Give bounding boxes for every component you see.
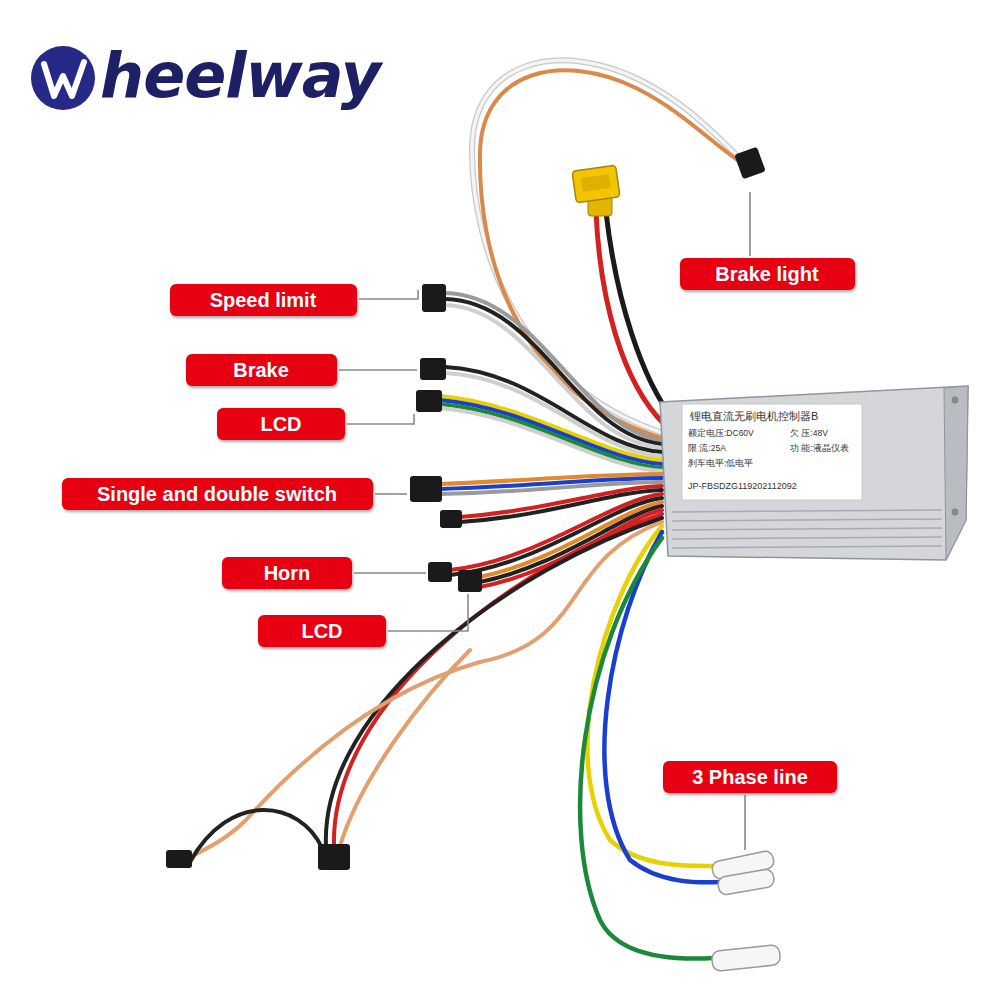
controller-sticker-text: 限 流:25A: [688, 444, 726, 453]
controller-housing-part-part: [672, 546, 942, 548]
logo-mark-part: [31, 46, 95, 110]
controller-housing-part: [952, 509, 959, 516]
phase-wires: [580, 526, 781, 971]
callout-box: Brake light: [680, 258, 855, 290]
controller-housing-part: [952, 397, 959, 404]
lower-harness-part: [318, 844, 350, 870]
callout-label: Single and double switch: [97, 483, 337, 506]
leader-lines-part: [359, 290, 418, 299]
phase-wires-part: [604, 532, 720, 882]
callout-label: LCD: [301, 620, 342, 643]
wire-connectors-part: [440, 510, 462, 528]
callout-box: Single and double switch: [62, 478, 373, 510]
phase-wires-part: [580, 538, 714, 959]
callout-label: Brake: [233, 359, 289, 382]
battery-connector: [572, 165, 674, 424]
signal-wires: [440, 293, 662, 587]
phase-wires-part: [711, 945, 781, 972]
callout-label: 3 Phase line: [692, 766, 808, 789]
callout-label: LCD: [260, 413, 301, 436]
leader-lines-part: [354, 572, 426, 574]
signal-wires-part: [480, 510, 662, 587]
brake-light-cable-part: [472, 60, 742, 432]
controller-sticker-text: JP-FBSDZG119202112092: [688, 482, 797, 492]
leader-lines-part: [339, 369, 417, 371]
wire-connectors-part: [458, 570, 482, 592]
controller-housing-part-part: [672, 537, 942, 539]
controller-sticker-text: 额定电压:DC60V: [688, 429, 754, 438]
callout-label: Horn: [264, 562, 311, 585]
battery-connector-part: [572, 165, 620, 203]
brake-light-cable-part: [734, 147, 765, 180]
wire-connectors-part: [410, 476, 442, 502]
controller-housing: [660, 386, 968, 560]
controller-housing-part: [944, 386, 968, 560]
controller-housing-part-part: [672, 519, 942, 521]
callout-box: Speed limit: [170, 284, 357, 316]
wire-connectors-part: [420, 358, 446, 380]
callout-box: LCD: [258, 615, 386, 647]
controller-housing-part: [672, 510, 942, 548]
callout-box: 3 Phase line: [663, 761, 837, 793]
logo-mark: [31, 46, 95, 110]
lower-harness-part: [340, 650, 470, 846]
lower-harness: [166, 514, 662, 870]
controller-sticker-text: 刹车电平:低电平: [688, 459, 753, 468]
controller-housing-part: [682, 404, 862, 500]
callout-label: Brake light: [715, 263, 818, 286]
leader-lines-part: [375, 493, 407, 495]
brake-light-cable-part: [480, 70, 746, 438]
controller-sticker-text: 欠 压:48V: [790, 429, 828, 438]
wire-connectors-part: [422, 284, 446, 312]
logo-mark-part: [44, 62, 84, 96]
leader-lines-part: [388, 594, 468, 631]
leader-lines-part: [749, 192, 751, 256]
battery-connector-part: [606, 212, 674, 420]
leader-lines-part: [744, 795, 746, 850]
callout-box: Horn: [222, 557, 352, 589]
wire-connectors: [410, 284, 482, 592]
wire-connectors-part: [428, 562, 452, 582]
lower-harness-part: [190, 810, 322, 862]
brand-logo-text: heelway: [100, 42, 380, 110]
controller-sticker-text: 锂电直流无刷电机控制器B: [690, 410, 818, 422]
battery-connector-part: [581, 174, 611, 192]
wire-connectors-part: [416, 390, 442, 412]
callout-box: Brake: [186, 354, 337, 386]
controller-housing-part-part: [672, 528, 942, 530]
phase-wires-part: [717, 868, 775, 895]
lower-harness-part: [166, 850, 192, 868]
leader-lines: [339, 192, 750, 850]
leader-lines-part: [347, 414, 414, 424]
brake-light-cable: [472, 60, 766, 438]
callout-label: Speed limit: [210, 289, 317, 312]
controller-housing-part: [660, 386, 968, 560]
callout-box: LCD: [217, 408, 345, 440]
controller-sticker-text: 功 能:液晶仪表: [790, 444, 849, 453]
controller-housing-part-part: [672, 510, 942, 512]
brake-light-cable-part: [472, 60, 742, 432]
signal-wires-part: [440, 408, 662, 471]
